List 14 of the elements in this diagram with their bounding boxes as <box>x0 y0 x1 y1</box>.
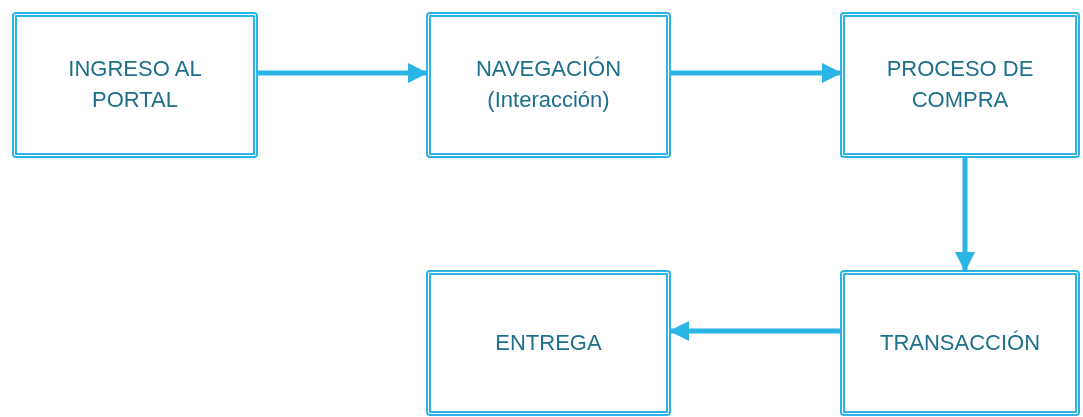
arrow <box>258 63 428 83</box>
process-box <box>840 270 1080 416</box>
box-label: NAVEGACIÓN (Interacción) <box>474 55 623 114</box>
box-label: PROCESO DE COMPRA <box>885 55 1035 114</box>
arrow <box>955 158 975 272</box>
box-label: INGRESO AL PORTAL <box>67 55 203 114</box>
arrow <box>671 63 842 83</box>
process-box <box>12 12 258 158</box>
process-box <box>840 12 1080 158</box>
arrow <box>669 321 840 341</box>
box-label: TRANSACCIÓN <box>879 328 1041 357</box>
process-box <box>426 270 671 416</box>
process-box <box>426 12 671 158</box>
box-label: ENTREGA <box>495 328 602 357</box>
